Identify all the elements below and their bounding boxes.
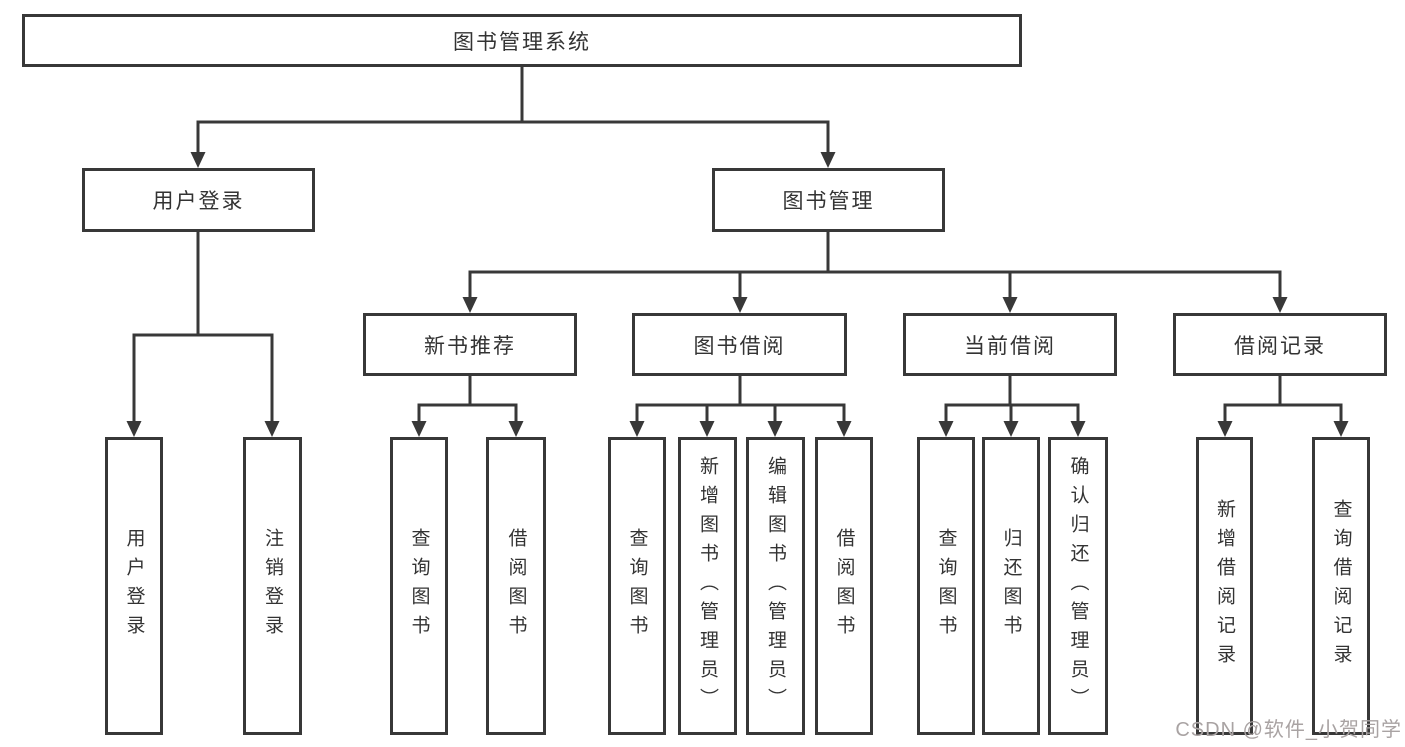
node-label: 编辑图书（管理员） (765, 455, 786, 717)
node-borrowing-records: 借阅记录 (1173, 313, 1387, 376)
leaf-confirm-return-admin: 确认归还（管理员） (1048, 437, 1108, 735)
node-label: 借阅记录 (1234, 334, 1326, 358)
node-label: 新增借阅记录 (1214, 499, 1235, 673)
node-label: 借阅图书 (833, 528, 855, 644)
node-label: 查询图书 (935, 528, 957, 644)
leaf-logout: 注销登录 (243, 437, 302, 735)
leaf-user-login: 用户登录 (105, 437, 163, 735)
leaf-borrow-books: 借阅图书 (815, 437, 873, 735)
leaf-query-books-current: 查询图书 (917, 437, 975, 735)
node-label: 借阅图书 (505, 528, 527, 644)
arrowhead-down-icons (126, 152, 1349, 437)
node-book-management: 图书管理 (712, 168, 945, 232)
leaf-query-books-borrow: 查询图书 (608, 437, 666, 735)
node-user-login: 用户登录 (82, 168, 315, 232)
node-label: 图书管理系统 (453, 30, 591, 54)
leaf-query-borrow-record: 查询借阅记录 (1312, 437, 1370, 735)
leaf-query-books-recommend: 查询图书 (390, 437, 448, 735)
node-current-borrowing: 当前借阅 (903, 313, 1117, 376)
leaf-borrow-books-recommend: 借阅图书 (486, 437, 546, 735)
node-label: 图书管理 (782, 190, 875, 213)
node-label: 确认归还（管理员） (1067, 455, 1089, 717)
node-book-borrowing: 图书借阅 (632, 313, 847, 376)
node-label: 新书推荐 (424, 334, 516, 358)
leaf-return-books: 归还图书 (982, 437, 1040, 735)
node-label: 新增图书（管理员） (697, 455, 718, 717)
leaf-add-book-admin: 新增图书（管理员） (678, 437, 737, 735)
node-label: 注销登录 (262, 528, 283, 644)
leaf-add-borrow-record: 新增借阅记录 (1196, 437, 1253, 735)
leaf-edit-book-admin: 编辑图书（管理员） (746, 437, 805, 735)
node-label: 查询借阅记录 (1330, 499, 1352, 673)
node-label: 用户登录 (152, 190, 245, 213)
node-new-book-recommendation: 新书推荐 (363, 313, 577, 376)
node-label: 图书借阅 (693, 334, 786, 358)
connector-lines (132, 67, 1343, 424)
node-label: 当前借阅 (964, 334, 1056, 358)
node-label: 查询图书 (626, 528, 648, 644)
node-label: 用户登录 (123, 528, 145, 644)
node-library-system: 图书管理系统 (22, 14, 1022, 67)
node-label: 查询图书 (408, 528, 430, 644)
node-label: 归还图书 (1000, 528, 1022, 644)
watermark-text: CSDN @软件_小贺同学 (1175, 719, 1402, 741)
